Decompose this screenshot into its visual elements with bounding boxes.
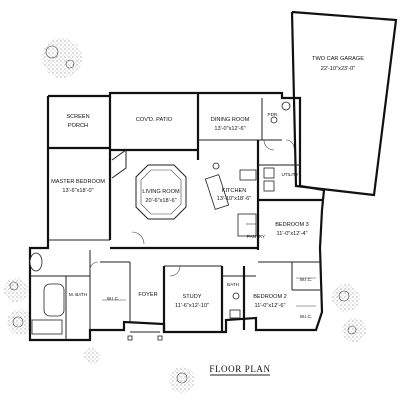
- plan-title: FLOOR PLAN: [209, 364, 270, 374]
- powder-name: PDR.: [268, 112, 279, 117]
- master-name: MASTER BEDROOM: [51, 179, 105, 185]
- shrub-top-left: [42, 38, 82, 78]
- shrub-right-2: [342, 318, 366, 342]
- bedroom2-name: BEDROOM 2: [253, 294, 287, 300]
- screen-porch-line1: SCREEN: [66, 114, 89, 120]
- kitchen-name: KITCHEN: [222, 188, 247, 194]
- living-size: 20'-6"x18'-6": [145, 198, 176, 204]
- screen-porch-line2: PORCH: [68, 123, 88, 129]
- pantry-name: PANTRY: [247, 234, 265, 239]
- wic-3-name: W.I.C.: [300, 314, 313, 319]
- shrub-bottom-center: [169, 367, 195, 393]
- shrub-left-2: [7, 309, 33, 335]
- study-name: STUDY: [183, 294, 202, 300]
- dining-name: DINING ROOM: [211, 117, 250, 123]
- foyer-name: FOYER: [138, 292, 157, 298]
- garage-name: TWO CAR GARAGE: [312, 56, 364, 62]
- garage-size: 22'-10"x23'-0": [321, 66, 355, 72]
- bedroom2-size: 11'-0"x12'-6": [255, 303, 286, 309]
- bedroom3-size: 11'-0"x12'-4": [277, 231, 308, 237]
- shrub-right-1: [332, 284, 360, 312]
- m-bath-name: M. BATH: [69, 292, 87, 297]
- kitchen-size: 13'-10"x18'-6": [217, 196, 251, 202]
- wic-2-name: W.I.C.: [300, 277, 313, 282]
- living-name: LIVING ROOM: [142, 189, 180, 195]
- patio-name: COV'D. PATIO: [136, 117, 173, 123]
- shrub-bottom-left: [84, 348, 100, 364]
- bedroom3-name: BEDROOM 3: [275, 222, 309, 228]
- fixtures: [29, 101, 316, 341]
- bath-name: BATH: [227, 282, 239, 287]
- dining-size: 13'-0"x12'-6": [214, 126, 245, 132]
- wic-master-name: W.I.C.: [107, 296, 120, 301]
- utility-name: UTILITY: [281, 172, 298, 177]
- master-size: 13'-6"x18'-0": [62, 188, 93, 194]
- shrub-left-1: [4, 278, 28, 302]
- interior-walls: [30, 93, 324, 340]
- exterior-walls: [28, 10, 398, 342]
- study-size: 11'-6"x12'-10": [175, 303, 209, 309]
